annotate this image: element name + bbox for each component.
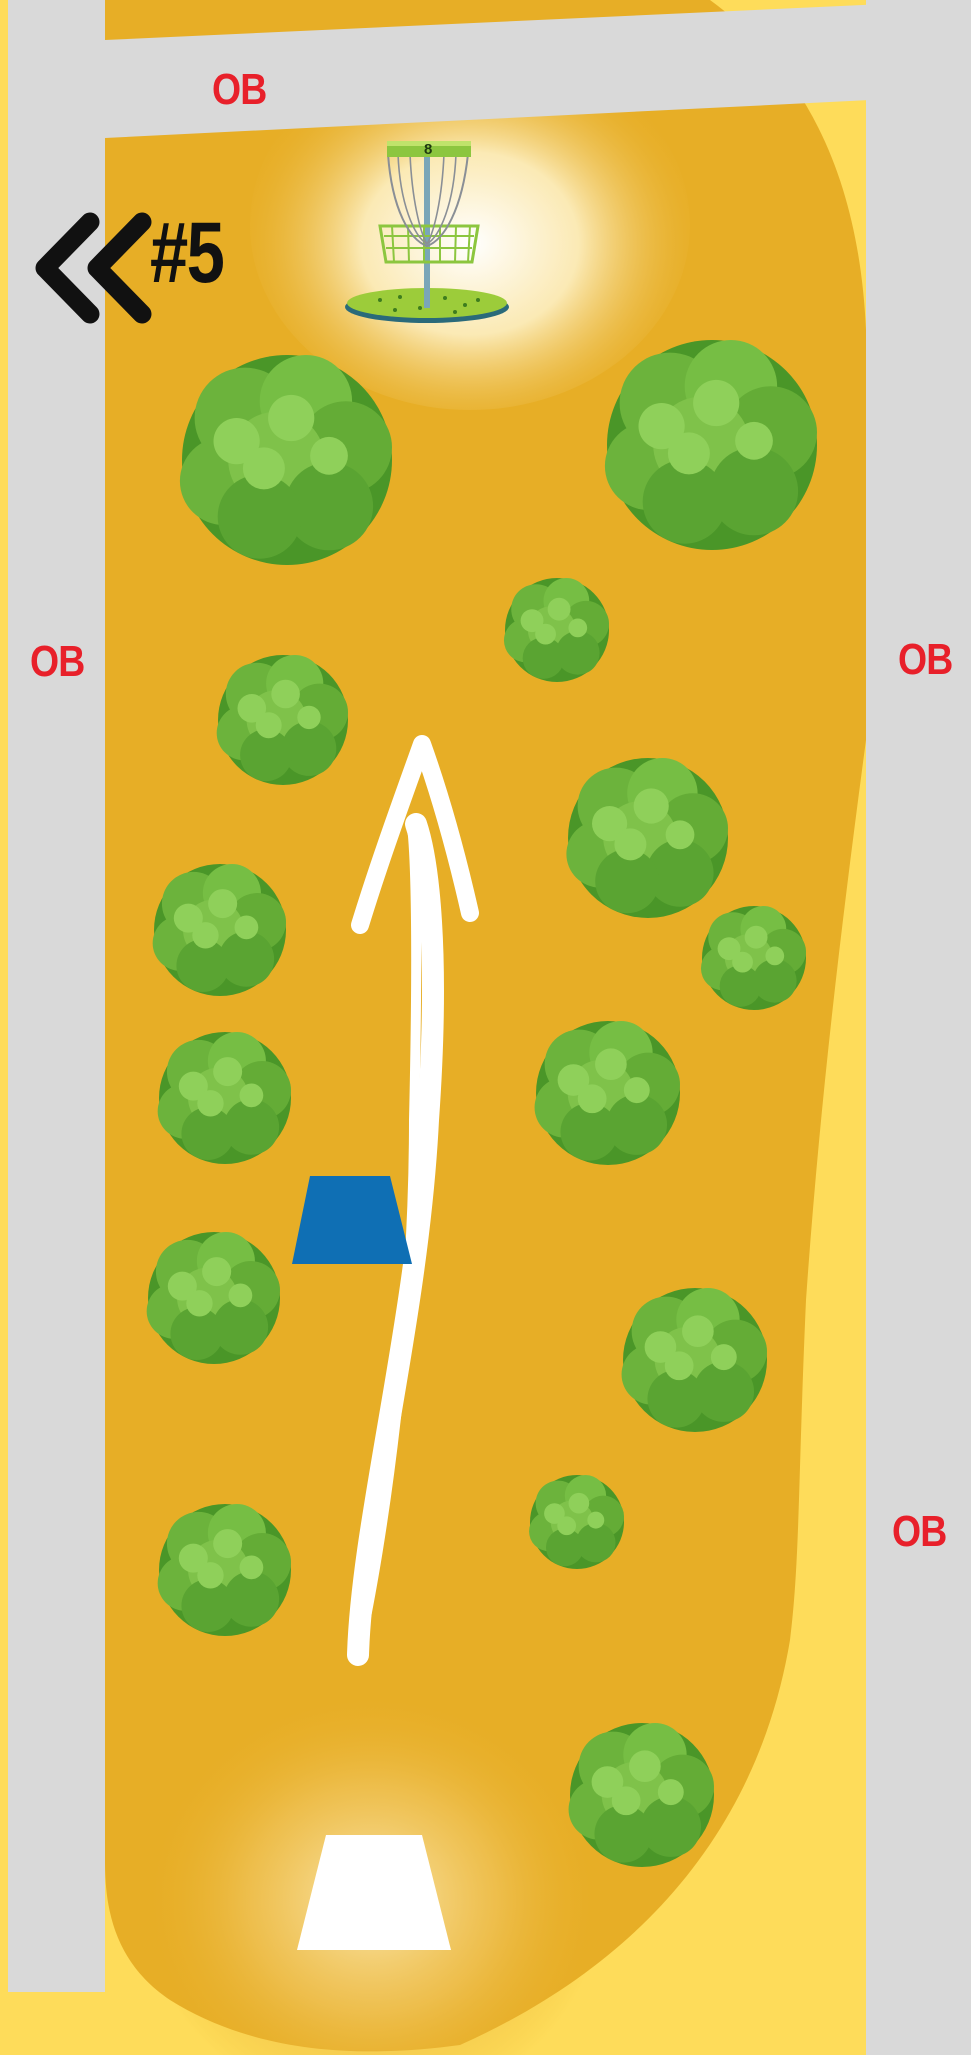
hole-number: #5 [150,210,223,296]
ob-label-left: OB [30,640,84,684]
ob-zone-left [8,0,105,1992]
basket-number: 8 [424,142,432,157]
ob-label-right: OB [898,638,952,682]
ob-label-right-lower: OB [892,1510,946,1554]
ob-zone-right [866,0,971,2055]
ob-label-top: OB [212,68,266,112]
